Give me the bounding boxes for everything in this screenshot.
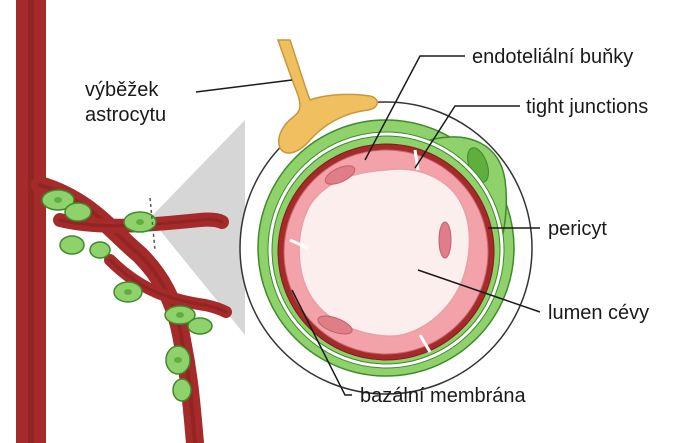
vessel-tree xyxy=(16,0,245,443)
cross-section xyxy=(240,40,532,394)
label-tight-junctions: tight junctions xyxy=(526,96,648,118)
label-lumen: lumen cévy xyxy=(548,302,649,324)
label-astrocyte-line2: astrocytu xyxy=(85,104,166,126)
label-endothelial: endoteliální buňky xyxy=(472,46,633,68)
label-astrocyte-line1: výběžek xyxy=(85,79,159,101)
label-pericyte: pericyt xyxy=(548,218,607,240)
label-basement-membrane: bazální membrána xyxy=(360,385,527,407)
